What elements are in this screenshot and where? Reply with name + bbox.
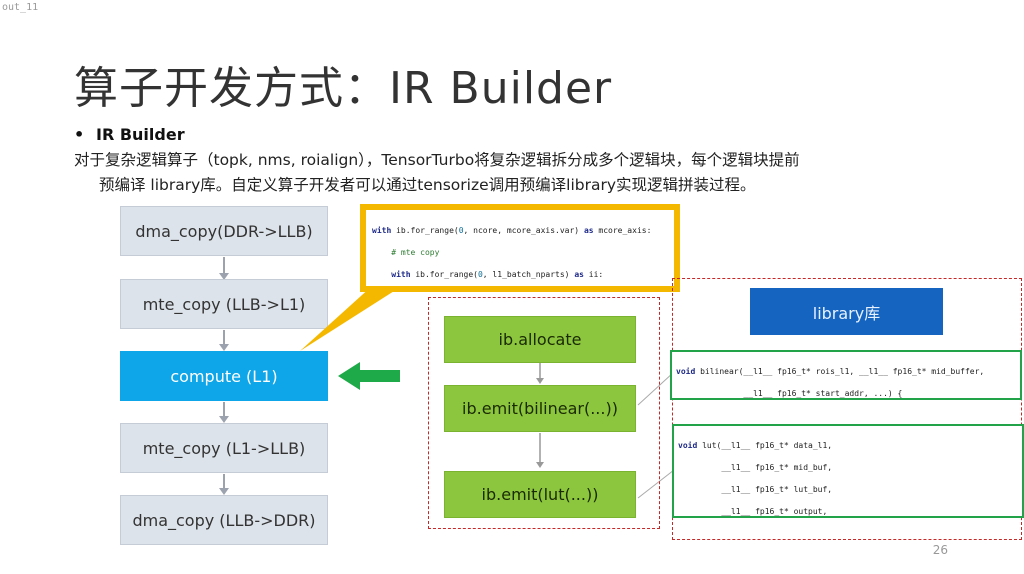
connector-bilinear xyxy=(637,371,675,406)
code-line: with ib.for_range(0, l1_batch_nparts) as… xyxy=(391,270,604,279)
code-line: void lut(__l1__ fp16_t* data_l1, xyxy=(678,441,833,450)
description-paragraph: 对于复杂逻辑算子（topk, nms, roialign），TensorTurb… xyxy=(74,148,974,198)
lut-code-box: void lut(__l1__ fp16_t* data_l1, __l1__ … xyxy=(672,424,1024,518)
flow-arrow-3 xyxy=(219,402,229,423)
flow-step-mte-out: mte_copy (L1->LLB) xyxy=(120,423,328,473)
ib-emit-bilinear-box: ib.emit(bilinear(...)) xyxy=(444,385,636,432)
flow-step-dma-in: dma_copy(DDR->LLB) xyxy=(120,206,328,256)
ir-builder-code-box: with ib.for_range(0, ncore, mcore_axis.v… xyxy=(360,204,680,292)
bilinear-code-box: void bilinear(__l1__ fp16_t* rois_l1, __… xyxy=(670,350,1022,400)
slide-title: 算子开发方式：IR Builder xyxy=(74,63,613,114)
library-box: library库 xyxy=(750,288,943,335)
flow-arrow-4 xyxy=(219,474,229,495)
bullet-heading: • IR Builder xyxy=(74,125,185,144)
flow-step-dma-out: dma_copy (LLB->DDR) xyxy=(120,495,328,545)
code-line: with ib.for_range(0, ncore, mcore_axis.v… xyxy=(372,226,652,235)
flow-arrow-1 xyxy=(219,257,229,280)
page-number: 26 xyxy=(932,543,948,557)
callout-pointer xyxy=(300,286,402,351)
bullet-heading-text: IR Builder xyxy=(96,125,185,144)
ib-emit-lut-box: ib.emit(lut(...)) xyxy=(444,471,636,518)
watermark-label: out_11 xyxy=(2,2,39,13)
code-line: with ib.for_range(0, l1_batch_factor) as… xyxy=(372,291,668,292)
green-left-arrow-icon xyxy=(338,362,400,390)
code-line: __l1__ fp16_t* output, xyxy=(678,507,828,516)
flow-step-mte-in: mte_copy (LLB->L1) xyxy=(120,279,328,329)
flow-arrow-2 xyxy=(219,330,229,351)
flow-step-compute: compute (L1) xyxy=(120,351,328,401)
paragraph-line-1: 对于复杂逻辑算子（topk, nms, roialign），TensorTurb… xyxy=(74,151,800,169)
ib-allocate-box: ib.allocate xyxy=(444,316,636,363)
code-line: # mte copy xyxy=(372,248,440,257)
connector-lut xyxy=(637,469,675,499)
paragraph-line-2: 预编译 library库。自定义算子开发者可以通过tensorize调用预编译l… xyxy=(99,176,756,194)
code-line: void bilinear(__l1__ fp16_t* rois_l1, __… xyxy=(676,367,985,376)
library-group-frame xyxy=(672,278,1022,540)
code-line: __l1__ fp16_t* mid_buf, xyxy=(678,463,833,472)
code-line: __l1__ fp16_t* lut_buf, xyxy=(678,485,833,494)
bullet-dot-icon: • xyxy=(74,125,85,144)
code-line: __l1__ fp16_t* start_addr, ...) { xyxy=(676,389,903,398)
ib-emit-group-frame xyxy=(428,297,660,529)
